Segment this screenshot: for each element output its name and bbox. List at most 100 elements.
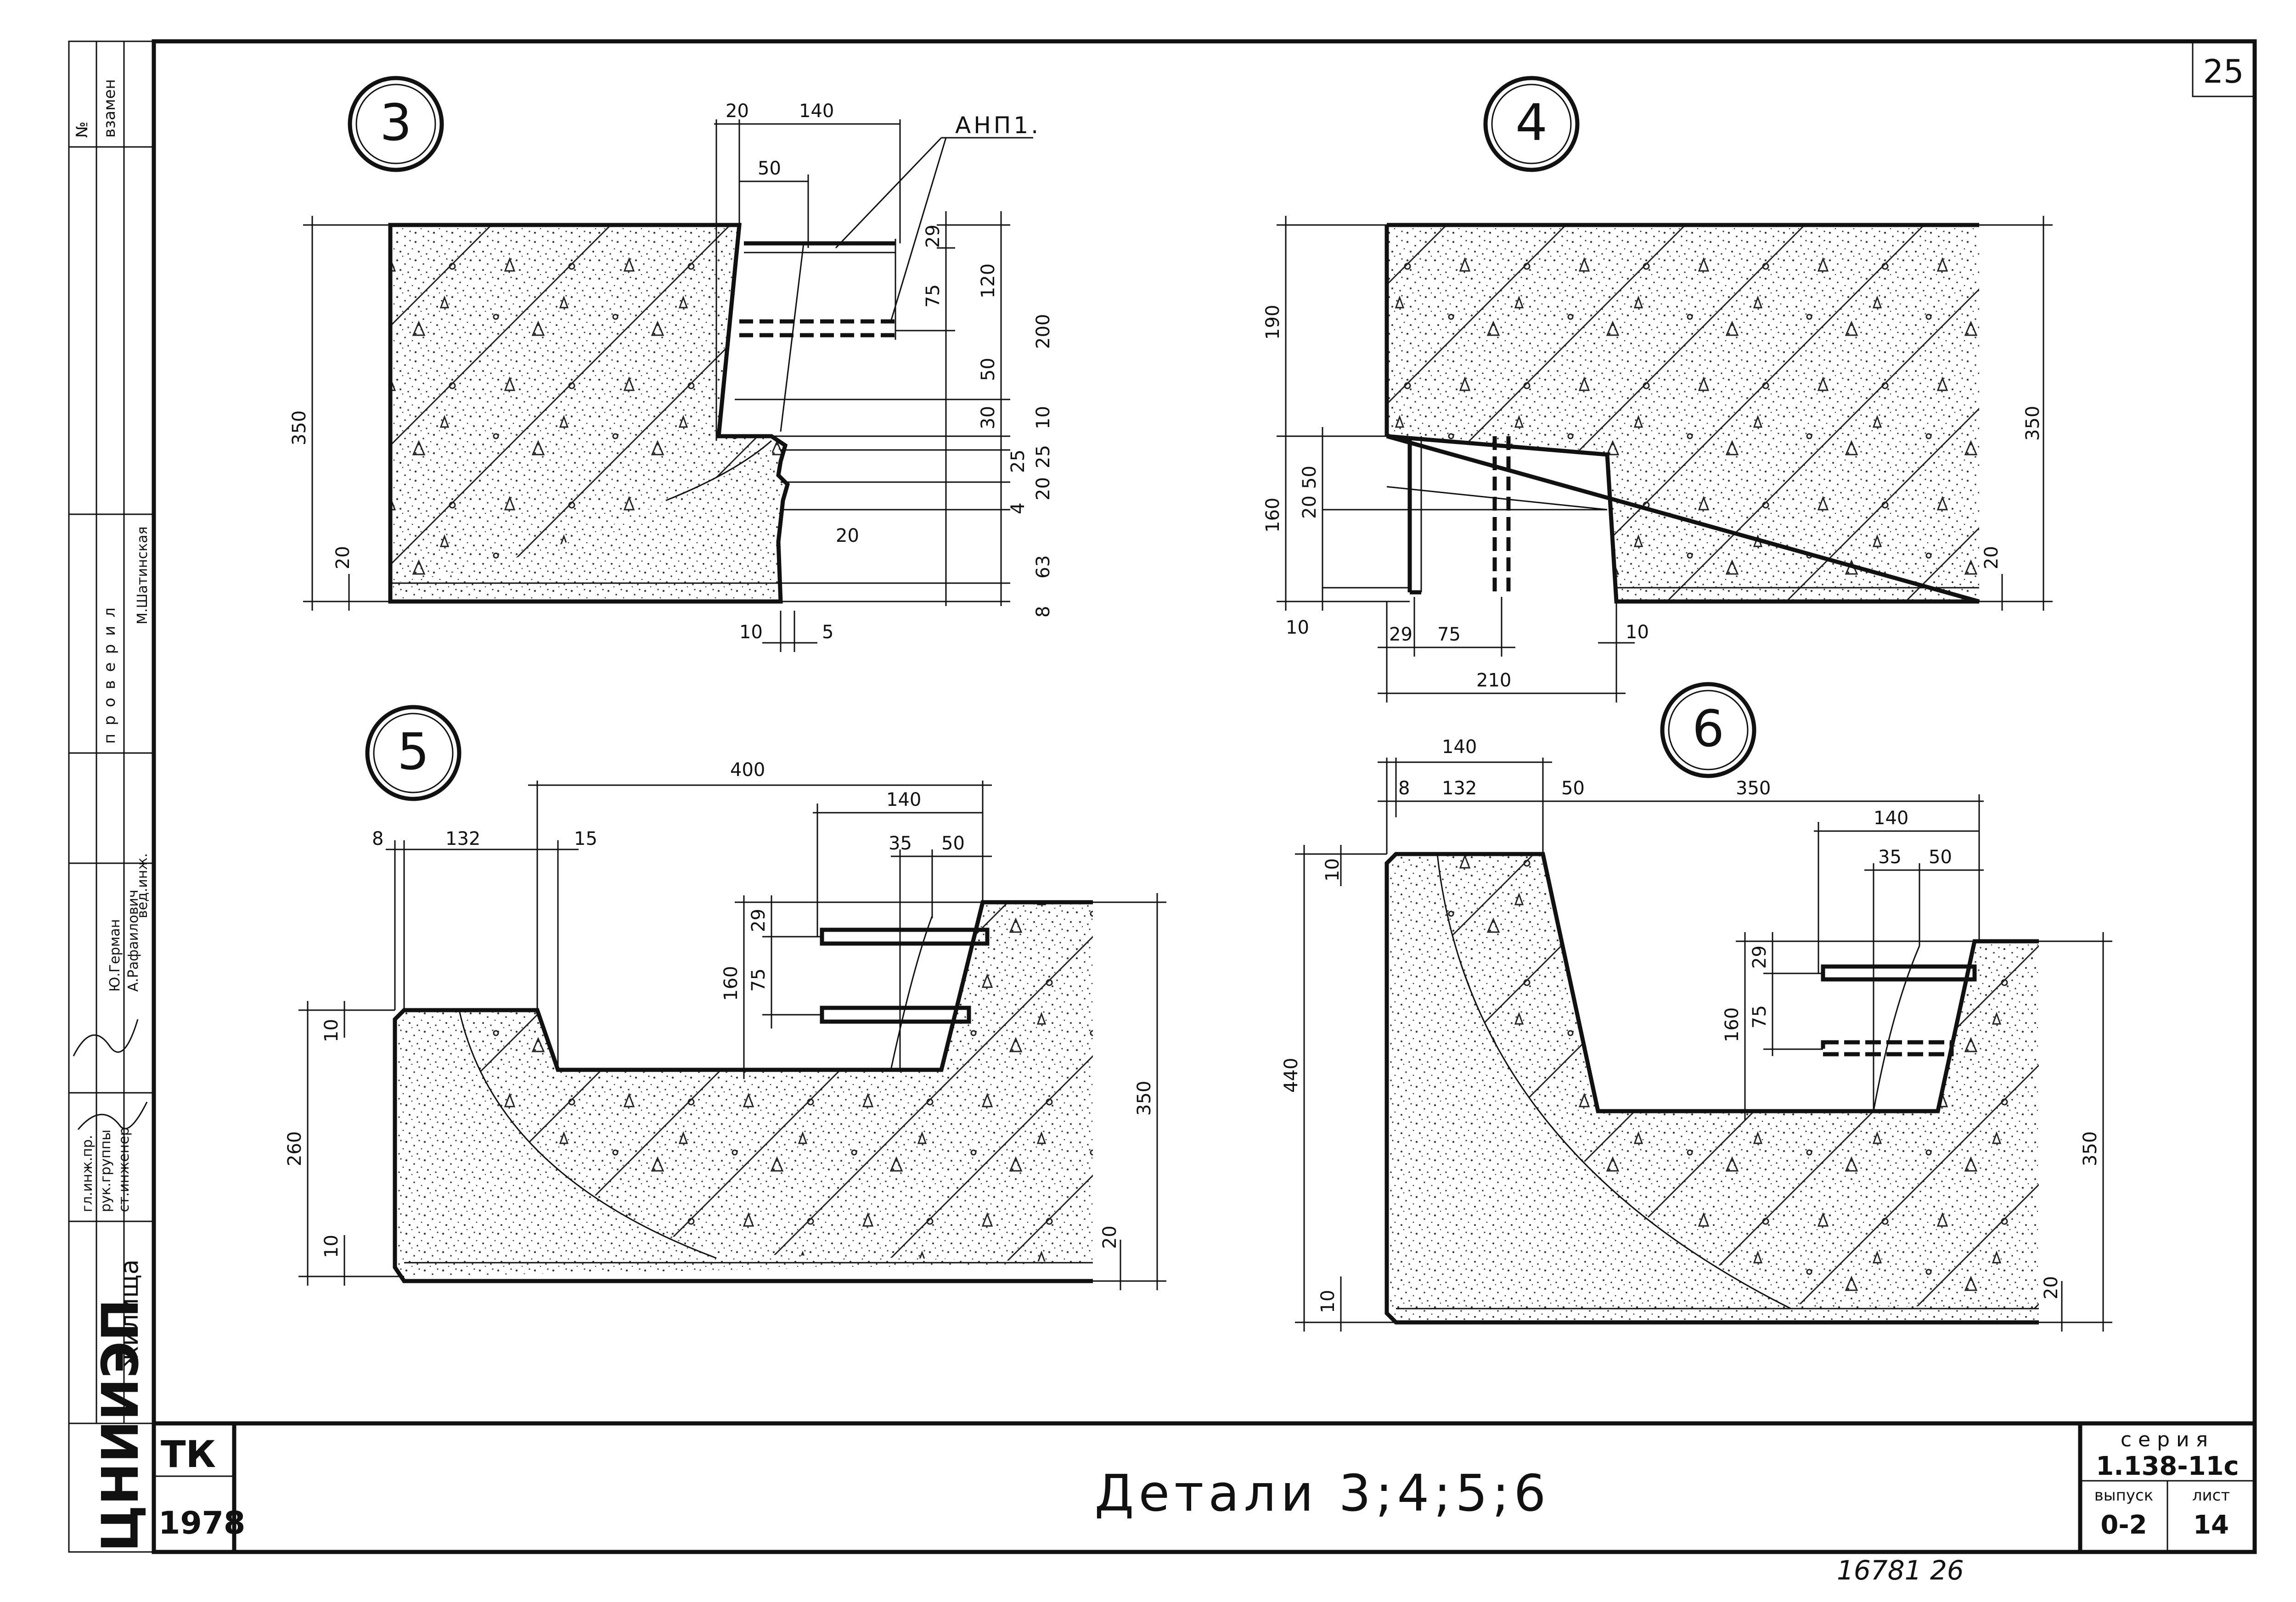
d4-dim-20b: 20 <box>1981 546 2002 569</box>
d3-dim-25a: 25 <box>1033 445 1054 468</box>
signature-mark-1 <box>73 1019 139 1057</box>
d3-dim-200: 200 <box>1033 314 1054 349</box>
d5-dim-140: 140 <box>886 789 921 810</box>
detail-3-number: 3 <box>380 93 412 152</box>
d4-dim-75: 75 <box>1437 624 1461 645</box>
stamp-replace-label: взамен <box>101 79 119 138</box>
stamp-check-label: проверил <box>101 599 119 744</box>
stamp-number-label: № <box>73 122 91 138</box>
detail-6: 6 140 8 132 50 350 140 35 50 10 <box>1281 682 2112 1332</box>
d5-dim-15: 15 <box>574 828 597 849</box>
d3-dim-30: 30 <box>978 406 999 429</box>
d3-dim-20: 20 <box>726 101 749 122</box>
d5-dim-132: 132 <box>445 828 480 849</box>
d5-dim-400: 400 <box>730 759 765 781</box>
detail-6-number: 6 <box>1692 699 1724 758</box>
org-code: ТК <box>161 1433 216 1476</box>
d6-dim-50: 50 <box>1561 778 1585 799</box>
institute-suffix: жилища <box>115 1259 144 1368</box>
series-value: 1.138-11с <box>2096 1451 2239 1481</box>
issue-label: выпуск <box>2094 1486 2153 1505</box>
detail-4-section <box>1387 225 1979 601</box>
d5-dim-160: 160 <box>720 966 742 1001</box>
d3-dim-50: 50 <box>758 158 781 179</box>
page-number: 25 <box>2203 53 2244 90</box>
series-label: серия <box>2121 1428 2214 1451</box>
d4-dim-10b: 10 <box>1626 622 1649 643</box>
drawing-title: Детали 3;4;5;6 <box>1095 1464 1551 1523</box>
detail-5: 5 400 8 132 15 140 35 50 <box>284 705 1166 1290</box>
d5-dim-350: 350 <box>1134 1081 1155 1116</box>
stamp-role-3: ст.инженер <box>116 1127 132 1212</box>
d6-dim-132: 132 <box>1442 778 1477 799</box>
institute-name: ЦНИИЭП <box>91 1299 150 1552</box>
d6-dim-350: 350 <box>1736 778 1771 799</box>
d3-dim-20c: 20 <box>332 546 354 569</box>
stamp-name-2: А.Рафаилович <box>125 890 141 992</box>
d4-dim-29: 29 <box>1389 624 1412 645</box>
d3-dim-50b: 50 <box>978 358 999 381</box>
d6-dim-8: 8 <box>1398 778 1410 799</box>
stamp-role-1: гл.инж.пр. <box>79 1135 96 1212</box>
d3-dim-140: 140 <box>799 101 834 122</box>
d5-dim-29: 29 <box>748 909 769 932</box>
d3-dim-350: 350 <box>289 410 310 445</box>
d6-dim-140: 140 <box>1442 736 1477 758</box>
d3-dim-8: 8 <box>1033 606 1054 618</box>
d6-dim-10: 10 <box>1322 858 1343 882</box>
d6-dim-140b: 140 <box>1874 808 1908 829</box>
signature-mark-2 <box>77 1102 148 1130</box>
stamp-role-2: рук.группы <box>98 1130 114 1212</box>
d3-dim-75: 75 <box>923 284 944 308</box>
d3-dim-29: 29 <box>923 225 944 248</box>
d4-dim-20: 20 <box>1299 495 1320 519</box>
detail-3: 3 АНП1. 20 140 50 <box>289 76 1054 652</box>
d6-dim-440: 440 <box>1281 1058 1302 1093</box>
detail-5-marker <box>365 705 461 801</box>
d3-dim-63: 63 <box>1033 555 1054 579</box>
d6-dim-29: 29 <box>1749 945 1770 969</box>
d6-dim-75: 75 <box>1749 1005 1770 1029</box>
d4-dim-210: 210 <box>1476 670 1511 691</box>
detail-4-number: 4 <box>1515 93 1548 152</box>
footer-note: 16781 26 <box>1837 1555 1964 1586</box>
detail-3-anchor-label: АНП1. <box>955 112 1041 139</box>
d4-dim-190: 190 <box>1262 305 1283 340</box>
d3-dim-10: 10 <box>1033 406 1054 429</box>
stamp-role-4: вед.инж. <box>135 853 151 918</box>
d3-dim-25b: 25 <box>1007 450 1029 473</box>
d6-dim-160: 160 <box>1722 1007 1743 1042</box>
detail-4-marker <box>1483 76 1580 172</box>
d4-dim-160: 160 <box>1262 498 1283 533</box>
side-stamp-frame <box>68 40 155 1553</box>
d3-dim-20b: 20 <box>836 525 859 546</box>
d5-dim-260: 260 <box>284 1131 305 1166</box>
d6-dim-20: 20 <box>2041 1276 2062 1299</box>
d5-dim-50: 50 <box>941 833 965 854</box>
stamp-name-1: Ю.Герман <box>107 919 123 992</box>
d3-dim-10b: 10 <box>739 622 763 643</box>
d6-dim-350b: 350 <box>2080 1131 2101 1166</box>
d4-dim-350: 350 <box>2022 406 2043 441</box>
d5-dim-10: 10 <box>321 1019 342 1042</box>
year: 1978 <box>158 1505 245 1541</box>
issue-value: 0-2 <box>2100 1510 2147 1540</box>
list-label: лист <box>2192 1486 2230 1505</box>
d4-dim-10: 10 <box>1286 617 1309 638</box>
d6-dim-50b: 50 <box>1929 847 1952 868</box>
d5-dim-75: 75 <box>748 968 769 992</box>
detail-3-marker <box>348 76 444 172</box>
page-number-box <box>2192 40 2256 97</box>
d4-dim-50: 50 <box>1299 466 1320 489</box>
d3-dim-4: 4 <box>1007 503 1029 514</box>
d3-dim-120: 120 <box>978 264 999 298</box>
stamp-name-4: М.Шатинская <box>135 526 151 624</box>
d6-dim-35: 35 <box>1878 847 1902 868</box>
d5-dim-35: 35 <box>889 833 912 854</box>
detail-6-marker <box>1660 682 1756 778</box>
d3-dim-20a: 20 <box>1033 477 1054 500</box>
d3-dim-5: 5 <box>822 622 833 643</box>
detail-5-number: 5 <box>397 722 429 781</box>
detail-4: 4 190 350 50 20 160 10 29 75 10 21 <box>1262 76 2053 703</box>
